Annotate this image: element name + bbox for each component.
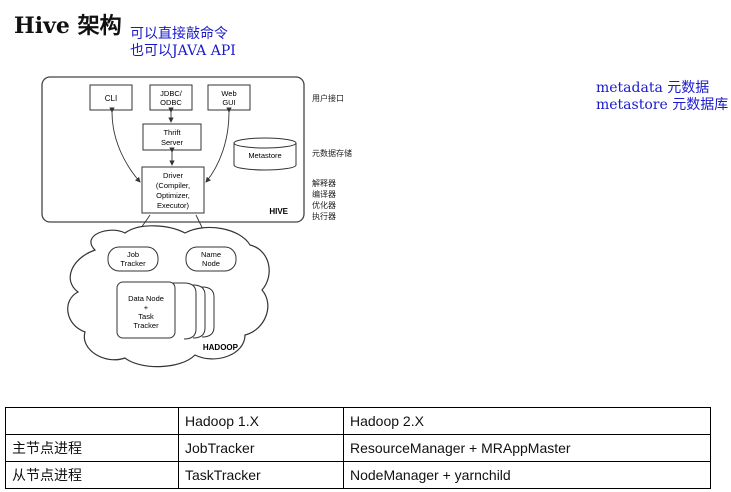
table-cell: JobTracker bbox=[178, 434, 344, 462]
side-label-compiler: 编译器 bbox=[312, 190, 336, 199]
web-label-2: GUI bbox=[222, 98, 235, 107]
table-row: 主节点进程 JobTracker ResourceManager + MRApp… bbox=[5, 434, 711, 462]
table-cell: NodeManager + yarnchild bbox=[343, 461, 711, 489]
name-node-label-1: Name bbox=[201, 250, 221, 259]
side-label-user-interface: 用户接口 bbox=[312, 94, 344, 103]
table-cell: 从节点进程 bbox=[5, 461, 179, 489]
jdbc-label-2: ODBC bbox=[160, 98, 182, 107]
jdbc-label-1: JDBC/ bbox=[160, 89, 183, 98]
table-cell: ResourceManager + MRAppMaster bbox=[343, 434, 711, 462]
table-cell: Hadoop 2.X bbox=[343, 407, 711, 435]
thrift-server-box bbox=[142, 123, 202, 151]
driver-box bbox=[141, 166, 205, 214]
annotation-metadata: metadata 元数据 bbox=[596, 80, 710, 96]
thrift-label-1: Thrift bbox=[163, 128, 181, 137]
table-header-row: Hadoop 1.X Hadoop 2.X bbox=[5, 407, 711, 435]
web-label-1: Web bbox=[221, 89, 236, 98]
annotation-command: 可以直接敲命令 bbox=[130, 26, 228, 42]
job-tracker-label-2: Tracker bbox=[120, 259, 146, 268]
annotation-java-api: 也可以JAVA API bbox=[130, 43, 236, 59]
cli-label: CLI bbox=[105, 94, 117, 103]
driver-label-3: Optimizer, bbox=[156, 191, 190, 200]
data-node-stack bbox=[116, 281, 215, 340]
driver-label-2: (Compiler, bbox=[156, 181, 190, 190]
thrift-label-2: Server bbox=[161, 138, 184, 147]
driver-label-4: Executor) bbox=[157, 201, 190, 210]
web-gui-box bbox=[207, 84, 251, 111]
data-node-label-4: Tracker bbox=[133, 321, 159, 330]
table-cell: TaskTracker bbox=[178, 461, 344, 489]
data-node-label-2: + bbox=[144, 303, 149, 312]
name-node-box bbox=[185, 246, 237, 272]
hadoop-label: HADOOP bbox=[203, 343, 239, 352]
table-cell: 主节点进程 bbox=[5, 434, 179, 462]
job-tracker-box bbox=[107, 246, 159, 272]
name-node-label-2: Node bbox=[202, 259, 220, 268]
side-label-interpreter: 解释器 bbox=[312, 179, 336, 188]
job-tracker-label-1: Job bbox=[127, 250, 139, 259]
side-label-optimizer: 优化器 bbox=[312, 201, 336, 210]
hadoop-version-table: Hadoop 1.X Hadoop 2.X 主节点进程 JobTracker R… bbox=[5, 407, 711, 489]
metastore-label: Metastore bbox=[248, 151, 281, 160]
table-cell bbox=[5, 407, 179, 435]
page-title: Hive 架构 bbox=[14, 13, 122, 39]
annotation-metastore: metastore 元数据库 bbox=[596, 97, 729, 113]
table-cell: Hadoop 1.X bbox=[178, 407, 344, 435]
metastore-cylinder bbox=[233, 137, 297, 171]
data-node-label-1: Data Node bbox=[128, 294, 164, 303]
hive-architecture-diagram: CLI JDBC/ ODBC Web GUI Thrift Server Met… bbox=[41, 76, 305, 368]
table-row: 从节点进程 TaskTracker NodeManager + yarnchil… bbox=[5, 461, 711, 489]
side-label-metastore: 元数据存储 bbox=[312, 149, 352, 158]
cli-box bbox=[89, 84, 133, 111]
data-node-label-3: Task bbox=[138, 312, 154, 321]
driver-label-1: Driver bbox=[163, 171, 184, 180]
side-label-executor: 执行器 bbox=[312, 212, 336, 221]
hive-label: HIVE bbox=[269, 207, 288, 216]
